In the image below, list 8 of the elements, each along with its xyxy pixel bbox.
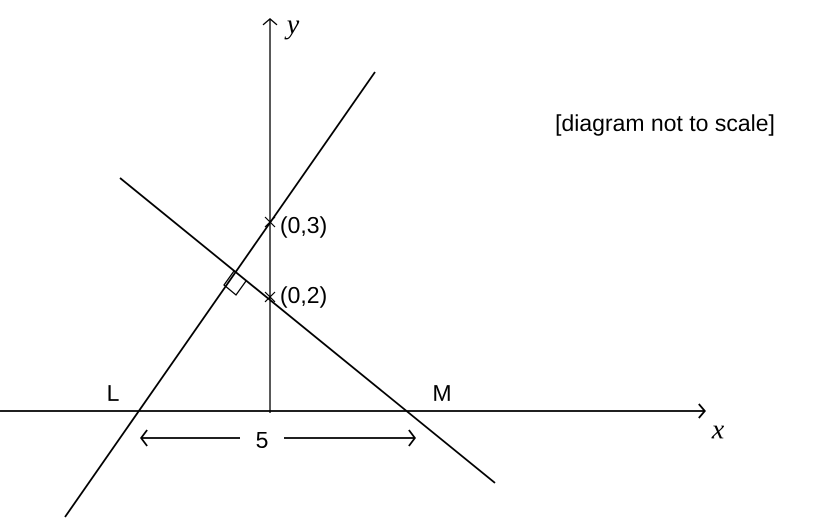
axis-label: x xyxy=(711,426,724,438)
point-label: M xyxy=(434,385,450,401)
coordinate-label: (0,2) xyxy=(281,286,326,308)
axis-label: y xyxy=(284,20,300,40)
coordinate-label: (0,3) xyxy=(281,216,326,238)
note-text: [diagram not to scale] xyxy=(556,114,774,136)
dimension-label: 5 xyxy=(256,432,268,448)
point-label: L xyxy=(108,385,119,401)
